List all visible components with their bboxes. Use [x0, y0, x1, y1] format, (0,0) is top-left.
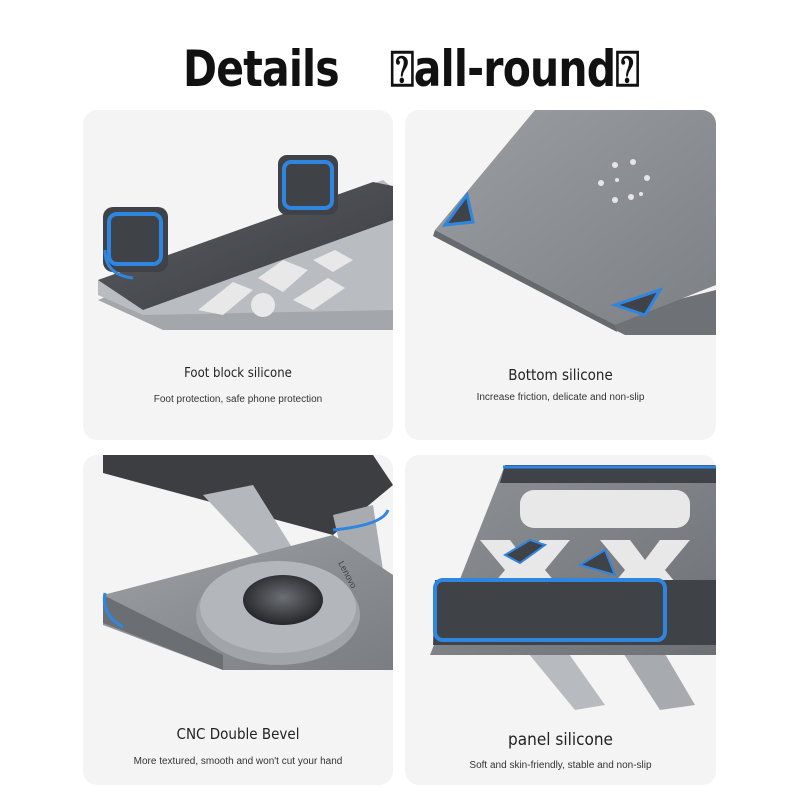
- card-subtitle: Increase friction, delicate and non-slip: [476, 392, 645, 403]
- detail-card-foot-block: Foot block silicone Foot protection, saf…: [83, 110, 393, 440]
- detail-card-cnc-bevel: Lenovo CNC Double Bevel More textured, s…: [83, 455, 393, 785]
- card-subtitle: Foot protection, safe phone protection: [153, 394, 323, 405]
- panel-silicone-photo: [430, 465, 716, 710]
- cnc-bevel-photo: Lenovo: [102, 455, 393, 670]
- bottom-silicone-photo: [433, 110, 716, 335]
- detail-card-bottom-silicone: Bottom silicone Increase friction, delic…: [405, 110, 716, 440]
- foot-block-photo: [98, 155, 393, 330]
- card-title: panel silicone: [508, 730, 613, 750]
- headline: Details ⍰all-round⍰: [0, 40, 800, 104]
- card-title: Foot block silicone: [184, 366, 292, 381]
- card-subtitle: Soft and skin-friendly, stable and non-s…: [469, 760, 652, 771]
- headline-details: Details: [183, 40, 340, 98]
- headline-all-round: ⍰all-round⍰: [390, 40, 640, 98]
- detail-card-panel-silicone: panel silicone Soft and skin-friendly, s…: [405, 455, 716, 785]
- card-title: Bottom silicone: [508, 366, 613, 384]
- card-subtitle: More textured, smooth and won't cut your…: [133, 756, 343, 767]
- card-title: CNC Double Bevel: [176, 725, 300, 743]
